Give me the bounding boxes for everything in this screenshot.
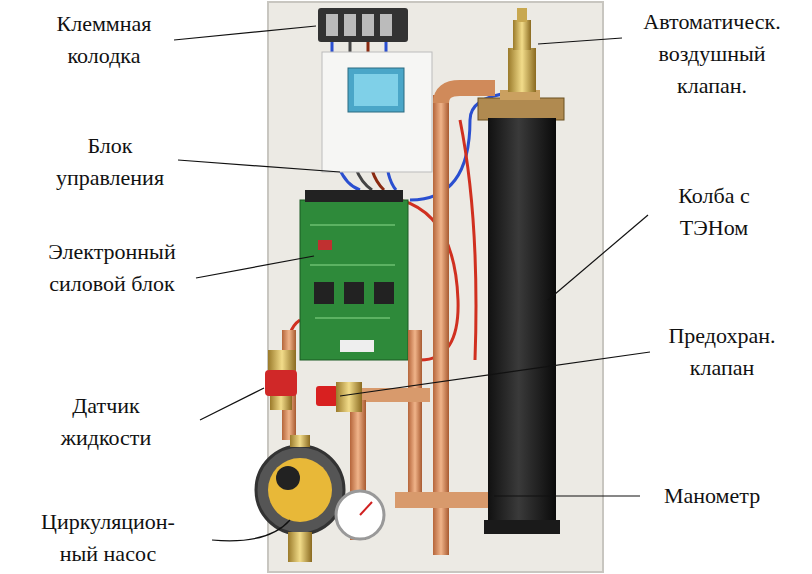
part-label: Предохран. клапан <box>647 320 797 384</box>
heater-cylinder <box>478 90 564 534</box>
housing-panel <box>268 2 603 572</box>
part-label: Колба с ТЭНом <box>658 180 770 244</box>
fluid-sensor <box>265 350 297 410</box>
control-unit <box>322 52 432 172</box>
part-label: Циркуляцион- ный насос <box>26 506 191 570</box>
air-valve <box>508 8 536 92</box>
wires <box>288 42 521 360</box>
leader-lines <box>174 26 650 541</box>
part-label: Блок управления <box>40 130 180 194</box>
part-label: Манометр <box>637 480 787 512</box>
part-label: Клеммная колодка <box>29 8 179 72</box>
manometer <box>336 491 384 539</box>
part-label: Электронный силовой блок <box>22 236 202 300</box>
circulation-pump <box>256 435 344 562</box>
power-pcb <box>300 190 408 360</box>
terminal-block <box>318 8 408 42</box>
part-label: Автоматическ. воздушный клапан. <box>623 6 801 102</box>
safety-valve <box>316 382 362 412</box>
part-label: Датчик жидкости <box>36 390 176 454</box>
